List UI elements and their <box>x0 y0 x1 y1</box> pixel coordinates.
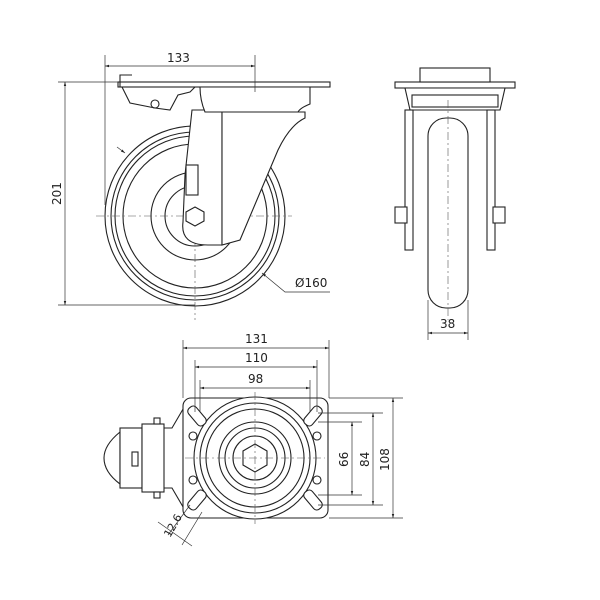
dimension-label: 108 <box>378 448 392 471</box>
axle-nut <box>185 206 205 227</box>
dimension-84: 84 <box>318 412 383 506</box>
dimension-108: 108 <box>329 397 403 519</box>
label-plate <box>185 164 199 196</box>
dimension-66: 66 <box>318 421 362 496</box>
dimension-38: 38 <box>427 300 469 340</box>
dimension-label: 201 <box>50 182 64 205</box>
dimension-label: 98 <box>248 372 263 386</box>
dimension-label: 38 <box>440 317 455 331</box>
fork <box>182 109 306 246</box>
dimension-110: 110 <box>194 351 318 412</box>
front-view: 38 <box>394 67 516 340</box>
dimension-201: 201 <box>50 81 195 306</box>
dimension-label: 110 <box>245 351 268 365</box>
swivel-plate <box>182 392 329 524</box>
dimension-label: 84 <box>358 452 372 467</box>
dimension-label: 131 <box>245 332 268 346</box>
dimension-98: 98 <box>199 372 311 412</box>
dimension-diameter: Ø160 <box>116 146 330 293</box>
dimension-label: Ø160 <box>295 276 327 290</box>
bottom-view: 131 110 98 66 84 <box>103 332 403 547</box>
top-plate <box>117 74 331 113</box>
dimension-label: 12.6 <box>161 512 185 540</box>
side-view: 133 201 Ø160 <box>50 51 331 320</box>
dimension-131: 131 <box>182 332 330 398</box>
dimension-label: 133 <box>167 51 190 65</box>
brake-pedal <box>103 403 187 513</box>
dimension-label: 66 <box>337 452 351 467</box>
dimension-133: 133 <box>104 51 256 205</box>
